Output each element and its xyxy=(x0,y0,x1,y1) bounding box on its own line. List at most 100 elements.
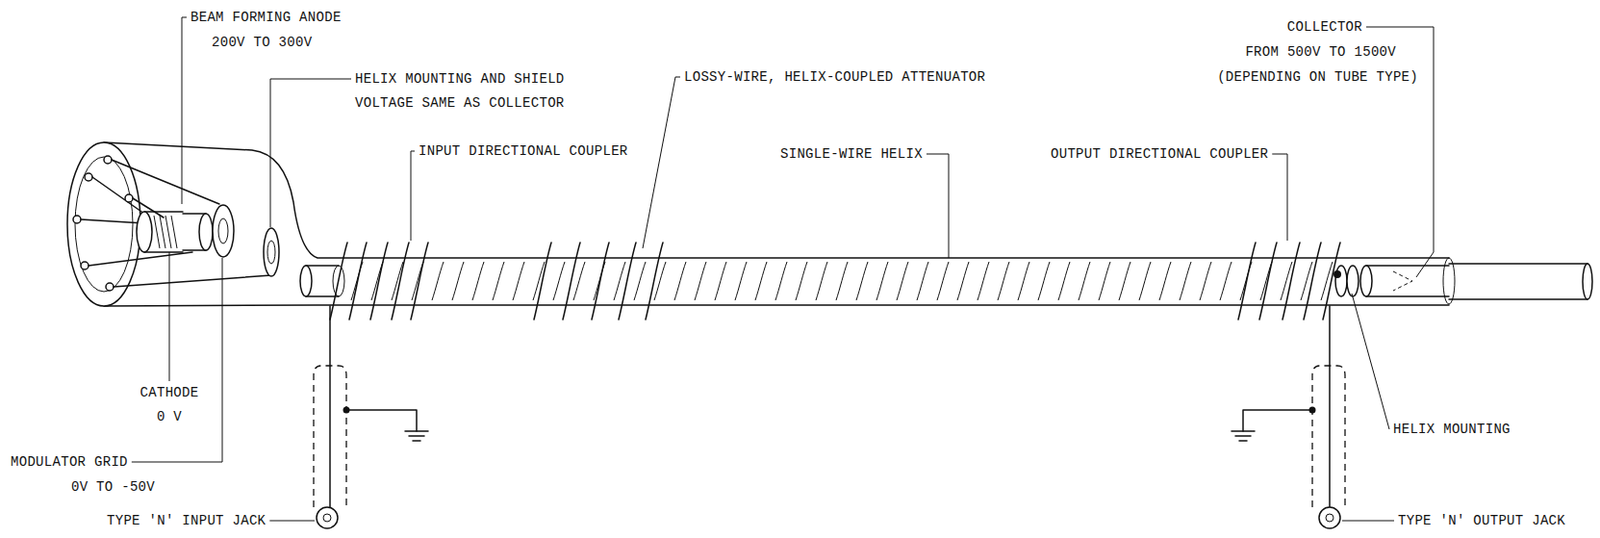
base-ring xyxy=(75,156,133,292)
part-label: OUTPUT DIRECTIONAL COUPLER xyxy=(1050,146,1269,162)
helix-turn xyxy=(815,261,828,301)
ground-wire xyxy=(1243,409,1313,432)
part-label: TYPE 'N' OUTPUT JACK xyxy=(1397,512,1566,529)
electron-gun xyxy=(136,204,345,297)
collector xyxy=(1333,257,1593,305)
ground-symbol xyxy=(405,431,429,441)
helix-turn xyxy=(1199,261,1212,301)
coax-center xyxy=(1328,305,1331,508)
helix-turn xyxy=(1159,261,1171,301)
helix-turn xyxy=(795,261,808,301)
coil-turn xyxy=(591,242,610,320)
helix-turn xyxy=(1058,261,1070,301)
helix-turn xyxy=(1219,261,1232,301)
cathode-face xyxy=(136,211,153,253)
ground-symbol xyxy=(1231,431,1255,441)
coil-turn xyxy=(349,242,367,320)
collector-cone xyxy=(1393,271,1413,291)
part-label: (DEPENDING ON TUBE TYPE) xyxy=(1217,69,1419,85)
helix-turn xyxy=(714,261,727,301)
helix-turn xyxy=(472,261,484,301)
helix-turn xyxy=(896,261,909,301)
output-jack xyxy=(1319,507,1341,529)
helix-turn xyxy=(856,261,868,301)
helix-turn xyxy=(1118,261,1131,301)
leader-line xyxy=(1342,520,1395,522)
helix-turn xyxy=(876,261,889,301)
helix-turn xyxy=(674,261,686,301)
part-label: CATHODE xyxy=(140,384,200,401)
helix-end-dot xyxy=(1333,270,1342,279)
base-pins xyxy=(73,155,272,291)
leader-line xyxy=(168,252,170,381)
part-label: FROM 500V TO 1500V xyxy=(1244,44,1397,60)
part-label: HELIX MOUNTING xyxy=(1393,421,1511,437)
helix-turn xyxy=(1038,261,1050,301)
ground-wire xyxy=(346,409,417,432)
leader-line xyxy=(642,76,681,249)
helix-turn xyxy=(997,261,1010,301)
collector-body xyxy=(1366,265,1449,297)
part-label: COLLECTOR xyxy=(1287,19,1363,35)
leader-line xyxy=(1271,153,1288,241)
helix-turn xyxy=(977,261,990,301)
leader-line xyxy=(131,257,223,462)
helix-turn xyxy=(1179,261,1192,301)
shield-disc xyxy=(263,228,280,277)
helix-turn xyxy=(755,261,767,301)
helix-turn xyxy=(573,261,585,301)
leader-line xyxy=(269,520,315,522)
coil-turn xyxy=(1303,242,1321,320)
input-coax xyxy=(313,305,429,529)
helix-turn xyxy=(735,261,747,301)
helix-turn xyxy=(1139,261,1151,301)
coil-turn xyxy=(410,242,429,320)
helix-turn xyxy=(957,261,969,301)
helix-turn xyxy=(1098,261,1111,301)
helix-turn xyxy=(694,261,707,301)
part-label: LOSSY-WIRE, HELIX-COUPLED ATTENUATOR xyxy=(684,69,986,85)
part-label: 0 V xyxy=(156,408,182,425)
part-label: 200V TO 300V xyxy=(211,34,312,51)
helix-turn xyxy=(1017,261,1030,301)
coil-turn xyxy=(391,242,409,320)
coil-turn xyxy=(1282,242,1300,320)
leader-line xyxy=(181,17,187,204)
part-label: VOLTAGE SAME AS COLLECTOR xyxy=(355,95,565,111)
leader-line xyxy=(1366,26,1434,278)
coax-center xyxy=(329,305,331,508)
helix-turn xyxy=(654,261,666,301)
part-label: BEAM FORMING ANODE xyxy=(190,9,342,26)
helix-turn xyxy=(836,261,848,301)
helix-turn xyxy=(916,261,929,301)
part-label: HELIX MOUNTING AND SHIELD xyxy=(355,71,565,87)
helix-turn xyxy=(634,261,646,301)
coil-turn xyxy=(562,242,581,320)
grid-face xyxy=(199,213,213,251)
anode-ring xyxy=(212,204,234,257)
helix-turn xyxy=(775,261,788,301)
coupler-coils xyxy=(330,242,1341,320)
coil-turn xyxy=(618,242,636,320)
helix-turn xyxy=(431,261,444,301)
collector-stem xyxy=(1448,263,1588,300)
heater-coil xyxy=(153,215,178,249)
part-label: SINGLE-WIRE HELIX xyxy=(780,146,923,162)
coax-shield xyxy=(1312,365,1346,508)
input-jack xyxy=(316,507,338,529)
leader-line xyxy=(1351,293,1390,430)
leader-line xyxy=(270,78,352,228)
coil-turn xyxy=(1238,242,1256,320)
leader-lines xyxy=(131,17,1434,521)
output-coax xyxy=(1231,305,1346,529)
helix-turn xyxy=(492,261,505,301)
envelope-bottom xyxy=(103,304,1449,306)
helix-turn xyxy=(1078,261,1091,301)
coil-turn xyxy=(645,242,663,320)
envelope-top xyxy=(103,142,1449,258)
part-label: INPUT DIRECTIONAL COUPLER xyxy=(418,143,629,159)
helix-mount-ring xyxy=(1335,265,1347,297)
helix-turn xyxy=(1300,261,1313,301)
part-label: MODULATOR GRID xyxy=(10,454,128,470)
